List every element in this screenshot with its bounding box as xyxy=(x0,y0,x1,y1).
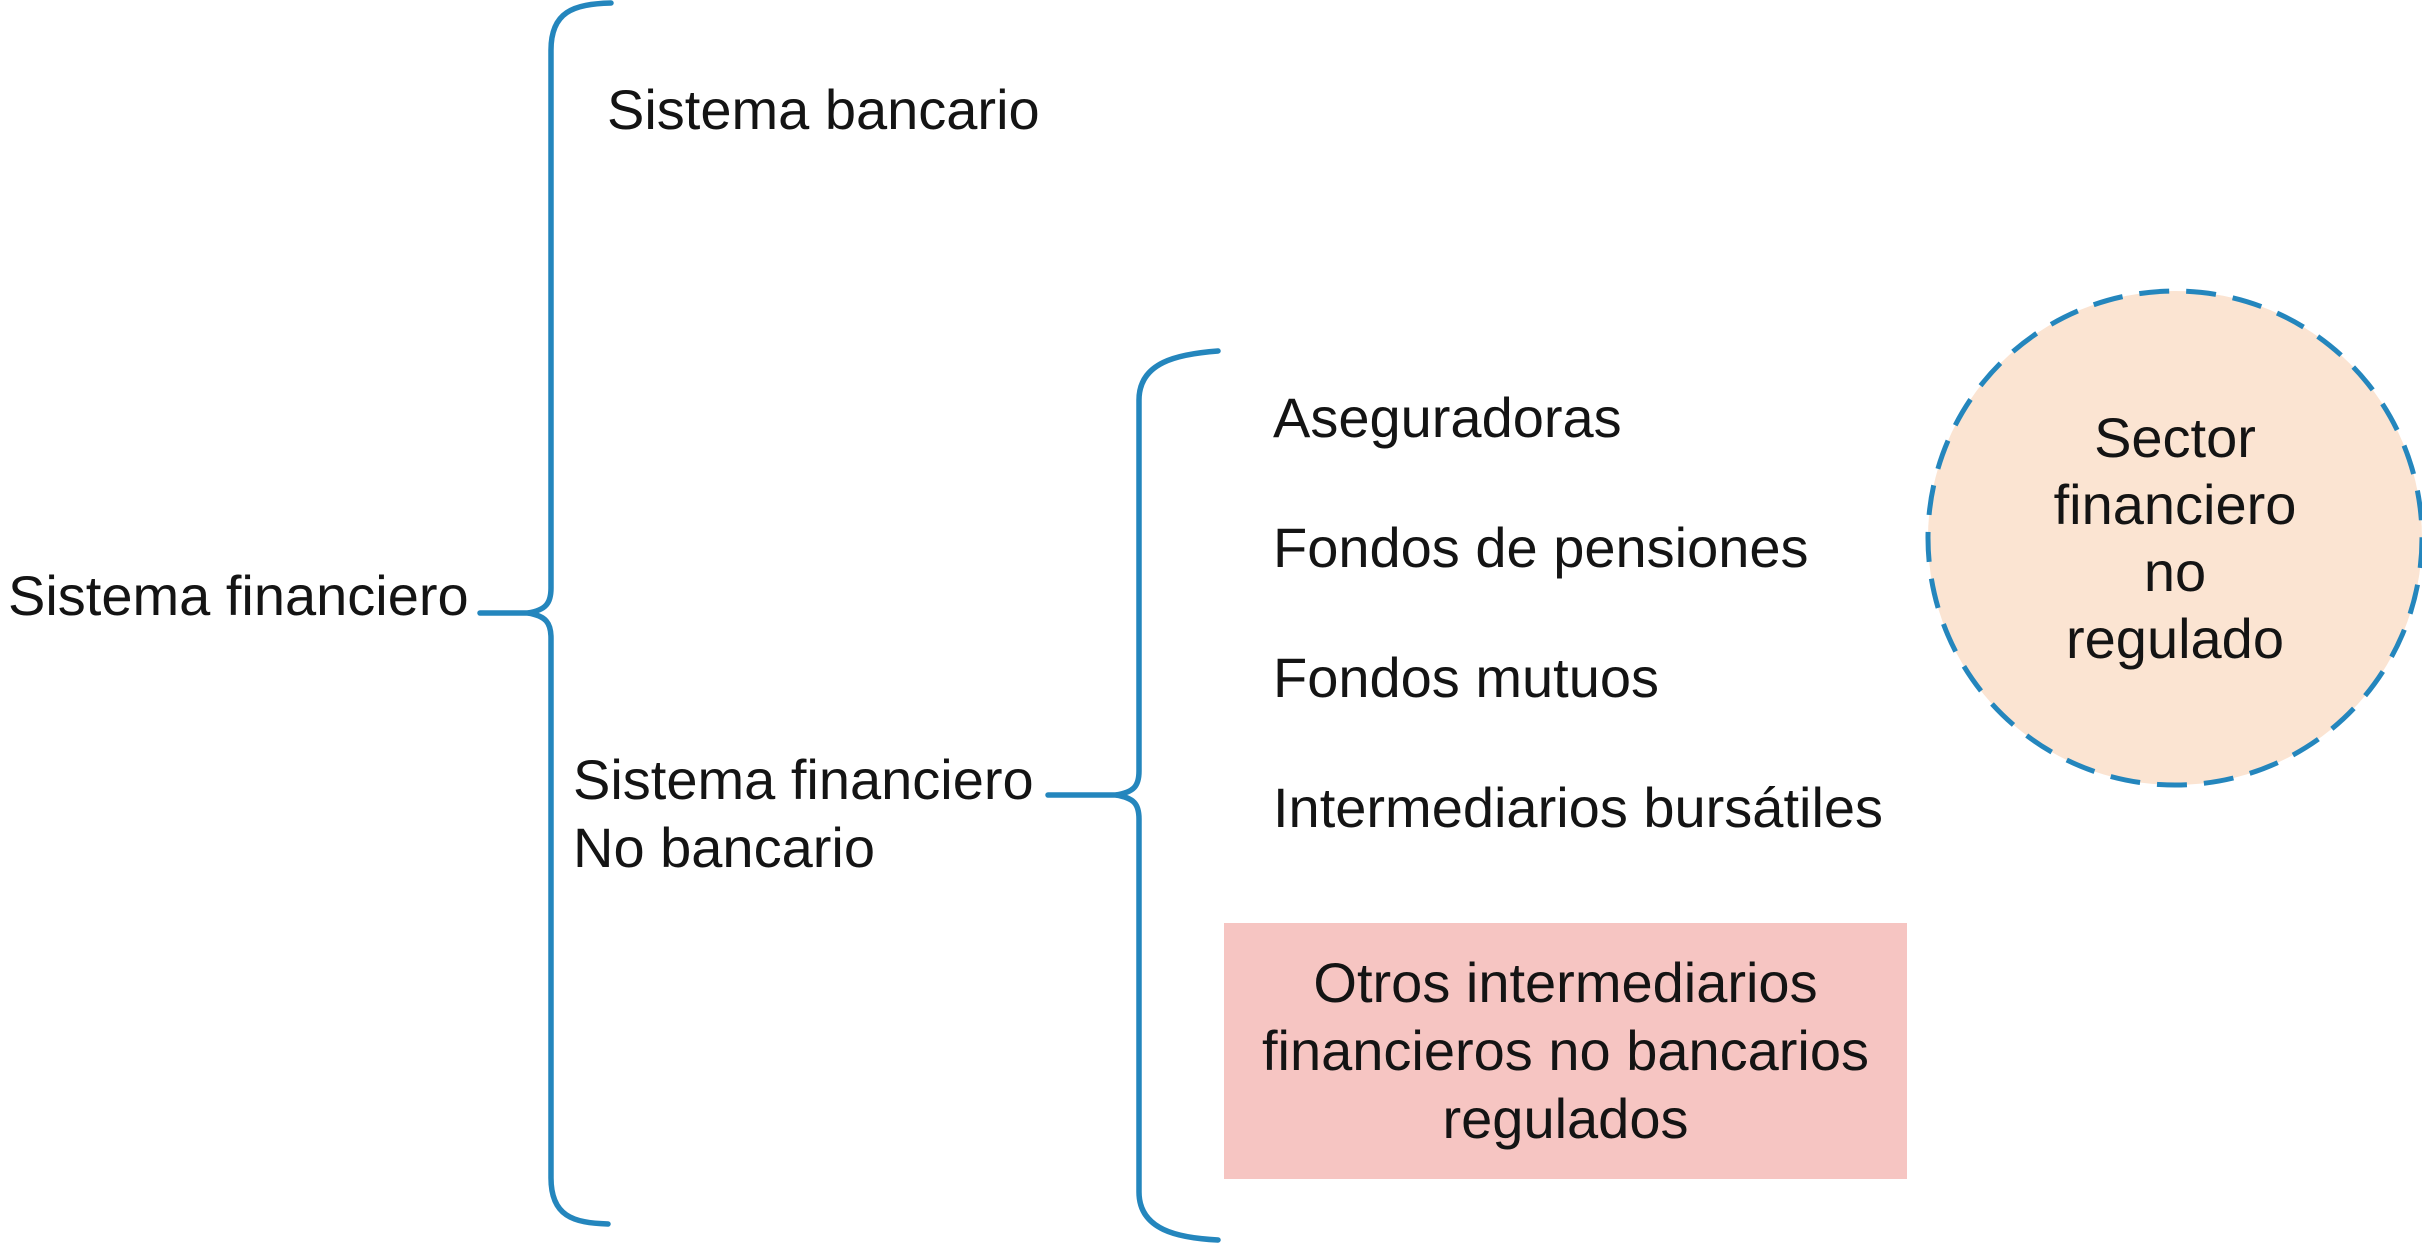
main-brace xyxy=(527,0,614,1227)
box-line-2: financieros no bancarios xyxy=(1261,1019,1870,1082)
label-line-2: No bancario xyxy=(573,816,875,879)
box-line-1: Otros intermediarios xyxy=(1313,951,1818,1014)
unregulated-sector-circle xyxy=(1925,288,2422,788)
circle-line-1: Sector xyxy=(2094,406,2256,469)
label-sistema-financiero-no-bancario: Sistema financiero No bancario xyxy=(573,746,1034,882)
label-line-1: Sistema financiero xyxy=(573,748,1034,811)
list-item-intermediarios-bursatiles: Intermediarios bursátiles xyxy=(1273,776,1884,839)
secondary-brace xyxy=(1115,348,1221,1243)
circle-line-3: no xyxy=(2143,540,2207,603)
list-item-aseguradoras: Aseguradoras xyxy=(1273,386,1622,449)
unregulated-sector-label: Sector financiero no regulado xyxy=(1928,291,2422,785)
circle-line-2: financiero xyxy=(2053,473,2297,536)
box-line-3: regulados xyxy=(1442,1087,1689,1150)
circle-line-4: regulado xyxy=(2066,607,2284,670)
label-sistema-bancario: Sistema bancario xyxy=(607,78,1040,141)
label-sistema-financiero: Sistema financiero xyxy=(8,564,469,627)
list-item-fondos-de-pensiones: Fondos de pensiones xyxy=(1273,516,1809,579)
list-item-fondos-mutuos: Fondos mutuos xyxy=(1273,646,1659,709)
otros-intermediarios-box: Otros intermediarios financieros no banc… xyxy=(1224,923,1907,1179)
